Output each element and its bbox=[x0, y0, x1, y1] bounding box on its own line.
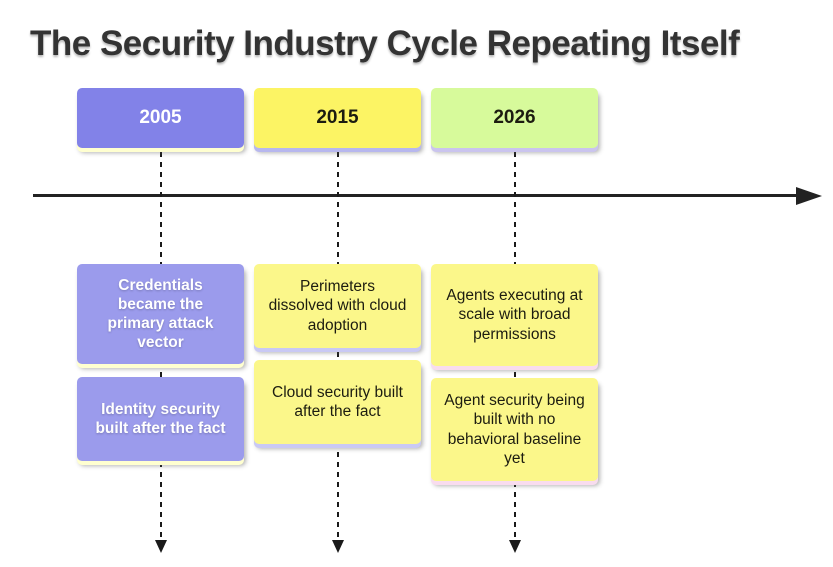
column-2005: 2005 Credentials became the primary atta… bbox=[77, 0, 244, 567]
timeline-axis-arrowhead-icon bbox=[796, 187, 822, 205]
year-box-2015: 2015 bbox=[254, 88, 421, 148]
event-box-2026-1: Agents executing at scale with broad per… bbox=[431, 264, 598, 366]
column-2026: 2026 Agents executing at scale with broa… bbox=[431, 0, 598, 567]
event-box-2015-1: Perimeters dissolved with cloud adoption bbox=[254, 264, 421, 348]
year-box-2026: 2026 bbox=[431, 88, 598, 148]
event-box-2015-2: Cloud security built after the fact bbox=[254, 360, 421, 444]
down-arrowhead-icon-2005 bbox=[154, 540, 167, 553]
diagram-title: The Security Industry Cycle Repeating It… bbox=[30, 24, 740, 63]
column-2015: 2015 Perimeters dissolved with cloud ado… bbox=[254, 0, 421, 567]
down-arrowhead-icon-2026 bbox=[508, 540, 521, 553]
event-box-2005-2: Identity security built after the fact bbox=[77, 377, 244, 461]
down-arrowhead-icon-2015 bbox=[331, 540, 344, 553]
timeline-axis-line bbox=[33, 194, 798, 197]
event-box-2005-1: Credentials became the primary attack ve… bbox=[77, 264, 244, 364]
year-box-2005: 2005 bbox=[77, 88, 244, 148]
event-box-2026-2: Agent security being built with no behav… bbox=[431, 378, 598, 481]
